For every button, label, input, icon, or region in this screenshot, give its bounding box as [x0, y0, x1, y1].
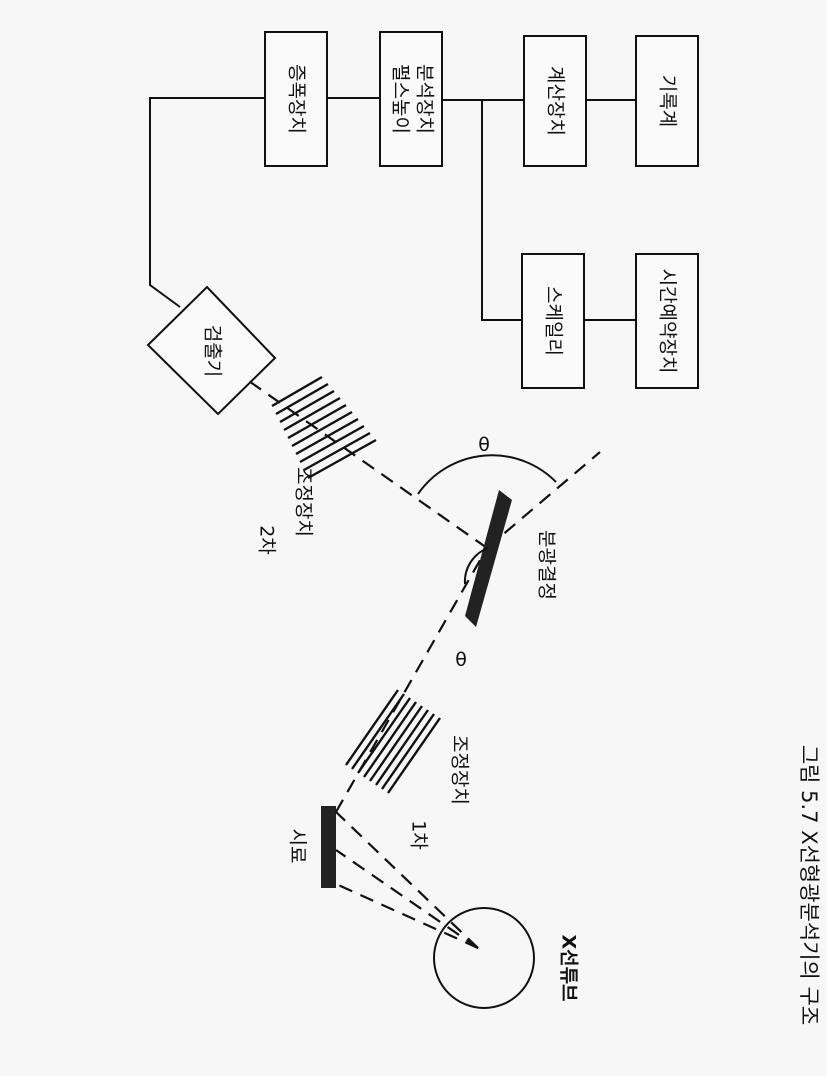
- recorder-label: 기록계: [657, 75, 679, 127]
- figure-caption: 그림 5.7 X선형광분석기의 구조: [797, 745, 821, 1025]
- sample-label: 시료: [287, 829, 309, 864]
- collimator-2-label-1: 2차: [256, 525, 278, 555]
- analyzing-crystal: θ θ 분광결정: [417, 434, 558, 671]
- timer-label: 시간예약장치: [657, 269, 679, 374]
- beam-extension: [486, 451, 601, 549]
- pulse-height-label-2: 분석장치: [414, 64, 436, 134]
- pulse-height-label-1: 펄스높이: [390, 64, 412, 134]
- xray-tube-label: X선튜브: [558, 934, 580, 1001]
- xray-tube-circle: [433, 907, 535, 1009]
- beam-crystal-to-detector: [245, 378, 488, 549]
- counter-box: [523, 35, 587, 167]
- theta-label-lower: θ: [455, 649, 467, 671]
- sample-plate: [321, 806, 336, 888]
- wiring: [149, 97, 636, 321]
- electronics-blocks: 증폭장치 펄스높이 분석장치 계산장치 기록계 스케일리 시간예약장치: [264, 31, 699, 389]
- beam-tube-to-sample-3: [335, 882, 479, 950]
- scaler-box: [521, 253, 585, 389]
- sample: 시료: [287, 806, 336, 888]
- pulse-height-analyzer-box: [379, 31, 443, 167]
- detector-label: 검출기: [202, 325, 224, 377]
- collimator-2-label-2: 조정장치: [293, 467, 315, 537]
- beam-tube-to-sample-1: [335, 811, 479, 949]
- collimator-2: [271, 375, 377, 480]
- pha-to-scaler-wire: [481, 100, 522, 321]
- detector: 검출기: [146, 285, 277, 416]
- recorder-box: [635, 35, 699, 167]
- counter-label: 계산장치: [545, 66, 567, 136]
- collimator-1-label-2: 조정장치: [449, 735, 471, 805]
- xray-tube: X선튜브: [433, 907, 580, 1009]
- amplifier-box: [264, 31, 328, 167]
- crystal-plate: [465, 490, 512, 627]
- theta-arc-upper: [417, 454, 557, 495]
- crystal-label: 분광결정: [536, 530, 558, 600]
- theta-arc-lower: [463, 547, 489, 585]
- detector-to-amplifier-wire: [149, 97, 265, 308]
- detector-box: [146, 285, 277, 416]
- collimator-1-label-1: 1차: [408, 820, 430, 850]
- beam-tube-to-sample-2: [335, 849, 479, 949]
- amplifier-label: 증폭장치: [286, 64, 308, 134]
- theta-label-upper: θ: [478, 434, 490, 456]
- scaler-label: 스케일리: [543, 286, 565, 356]
- collimator-1: [345, 689, 441, 794]
